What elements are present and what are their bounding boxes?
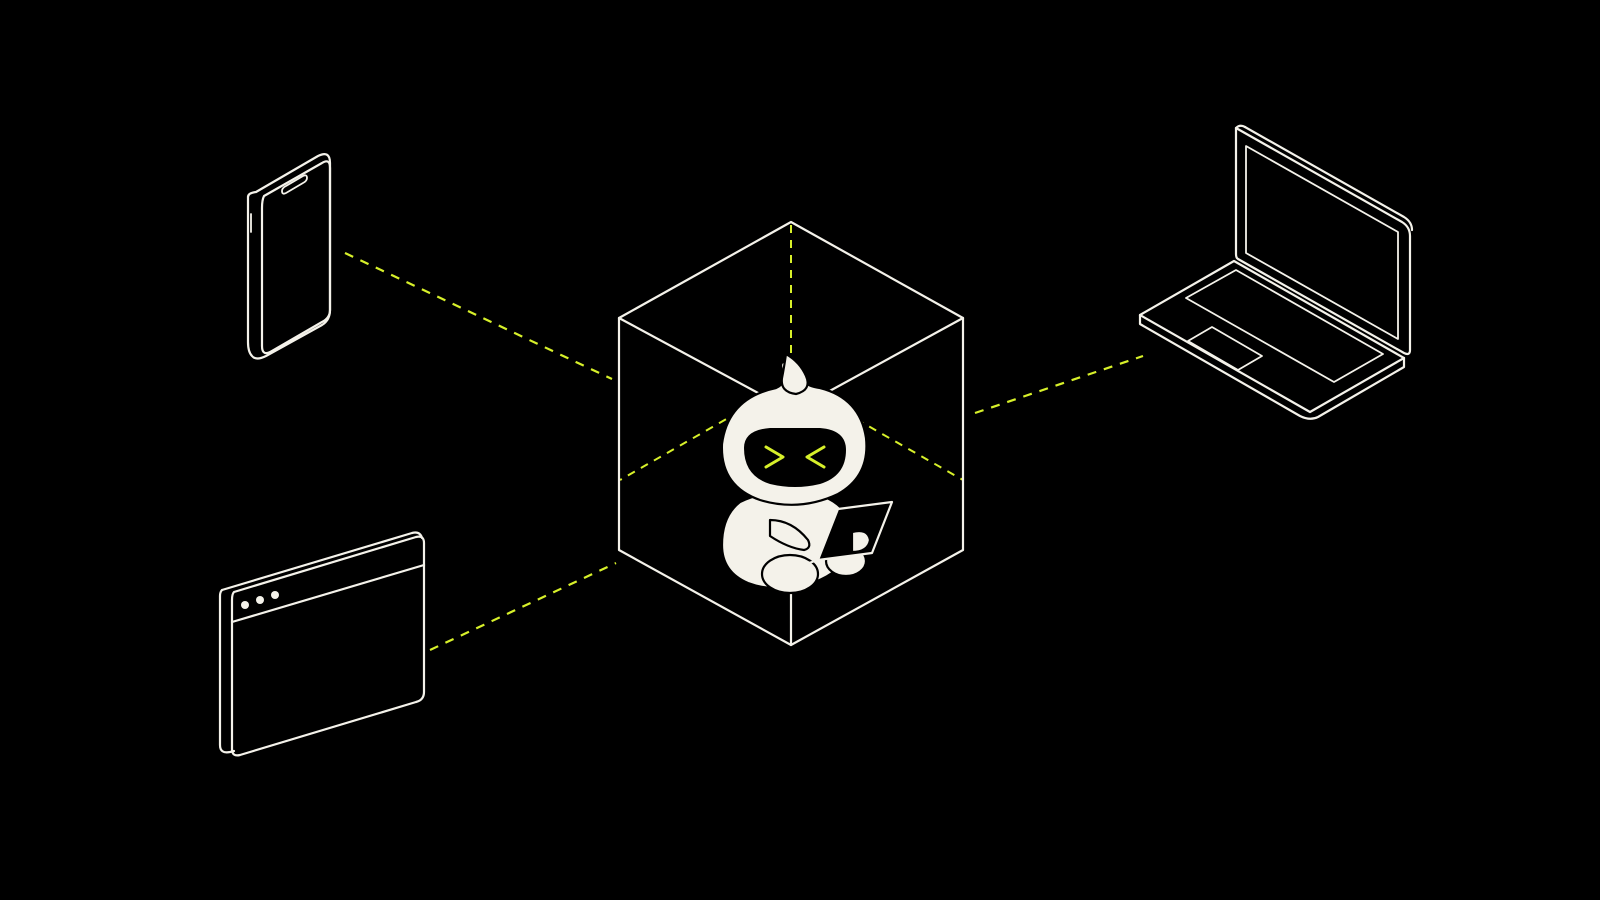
browser-window-icon (218, 531, 426, 757)
mascot-icon (720, 352, 894, 595)
window-dot-2 (256, 596, 264, 604)
laptop-icon (1138, 124, 1414, 420)
smartphone-icon (246, 153, 332, 360)
window-dot-1 (241, 601, 249, 609)
mascot-eye-left (764, 445, 785, 469)
connector-phone (344, 252, 613, 380)
window-dot-3 (271, 591, 279, 599)
mascot-face (744, 428, 846, 487)
connector-laptop (974, 354, 1144, 415)
connector-browser (429, 562, 617, 651)
connectors (344, 252, 1144, 651)
mascot-eye-right (805, 445, 826, 469)
